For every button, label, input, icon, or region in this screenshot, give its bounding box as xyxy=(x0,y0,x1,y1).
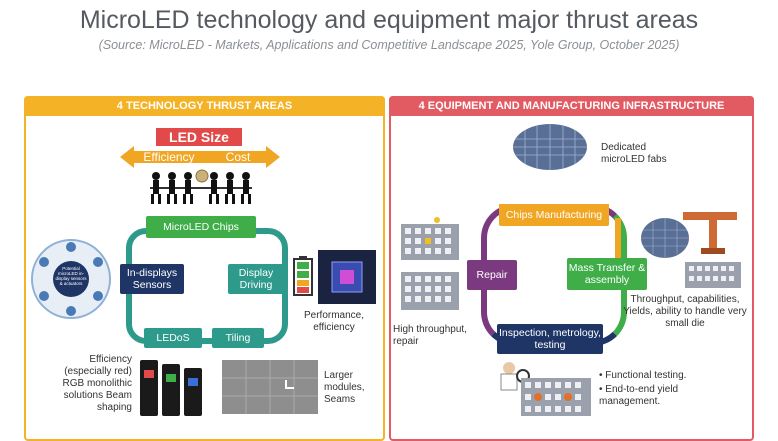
ledos-box: LEDoS xyxy=(144,328,202,348)
in-display-sensors-box: In-displays Sensors xyxy=(120,264,184,294)
cost-label: Cost xyxy=(225,150,251,164)
wafer-icon xyxy=(513,124,587,170)
functional-testing-bullet: • Functional testing. xyxy=(599,370,687,381)
tradeoff-arrow-icon xyxy=(120,146,280,168)
equipment-panel-header: 4 EQUIPMENT AND MANUFACTURING INFRASTRUC… xyxy=(389,96,754,116)
source-citation: (Source: MicroLED - Markets, Application… xyxy=(98,38,680,52)
sensors-circle-label: Potential microLED in-display sensors & … xyxy=(55,266,87,286)
yield-management-bullet: • End-to-end yield management. xyxy=(599,384,679,407)
efficiency-label: Efficiency xyxy=(143,150,195,164)
yield-management-text: End-to-end yield management. xyxy=(599,384,679,407)
display-panel-icon xyxy=(401,217,459,310)
functional-testing-text: Functional testing. xyxy=(605,370,687,381)
tug-of-war-icon xyxy=(150,169,252,204)
dedicated-fabs-label: Dedicated microLED fabs xyxy=(601,142,667,165)
led-size-badge: LED Size xyxy=(156,128,242,146)
chip-icon xyxy=(318,250,376,304)
microled-chips-box: MicroLED Chips xyxy=(146,216,256,238)
display-driving-box: Display Driving xyxy=(228,264,284,294)
mass-transfer-box: Mass Transfer & assembly xyxy=(567,258,647,290)
page-title: MicroLED technology and equipment major … xyxy=(79,6,699,34)
technology-panel-header: 4 TECHNOLOGY THRUST AREAS xyxy=(24,96,385,116)
performance-label: Performance, efficiency xyxy=(303,310,365,333)
robot-arm-icon xyxy=(641,212,741,288)
technology-thrust-panel: 4 TECHNOLOGY THRUST AREAS LED Size Effic… xyxy=(24,96,385,441)
tiling-box: Tiling xyxy=(212,328,264,348)
inspected-panel-icon xyxy=(521,378,591,416)
throughput-label: Throughput, capabilities, Yields, abilit… xyxy=(623,294,747,329)
ring-right-upper-segment xyxy=(615,218,621,264)
repair-box: Repair xyxy=(467,260,517,290)
equipment-panel: 4 EQUIPMENT AND MANUFACTURING INFRASTRUC… xyxy=(389,96,754,441)
high-throughput-label: High throughput, repair xyxy=(393,324,467,347)
inspector-icon xyxy=(500,362,534,391)
inspection-box: Inspection, metrology, testing xyxy=(497,324,603,354)
efficiency-rgb-label: Efficiency (especially red) RGB monolith… xyxy=(62,354,132,413)
chips-manufacturing-box: Chips Manufacturing xyxy=(499,204,609,226)
sensors-circle-icon xyxy=(31,239,111,319)
tiled-display-icon xyxy=(222,360,318,414)
larger-modules-label: Larger modules, Seams xyxy=(324,370,365,405)
ledos-device-icon xyxy=(140,360,202,416)
battery-icon xyxy=(293,256,313,296)
